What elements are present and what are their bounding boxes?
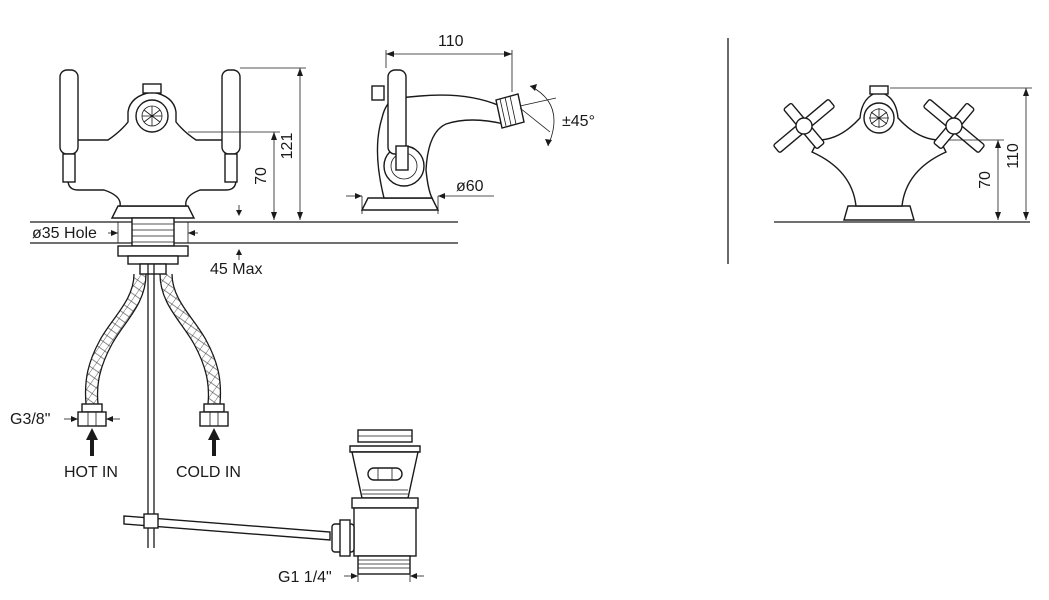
inlet-thread-label: G3/8" [10,411,50,428]
dimension-70-right: 70 [977,171,994,189]
max-label: 45 Max [210,261,262,278]
cold-in-arrow-icon [208,428,220,456]
front-view-cross: 110 70 [773,85,1032,223]
cold-in-label: COLD IN [176,464,241,481]
dimension-121: 121 [279,133,296,160]
angle-label: ±45° [562,113,595,130]
side-view: 110 ±45° ø60 [346,33,595,214]
hot-in-label: HOT IN [64,464,118,481]
dimension-110-top: 110 [438,33,464,50]
popup-waste: G1 1/4" [123,264,424,586]
dimension-70-left: 70 [253,167,270,185]
diameter-60: ø60 [456,178,484,195]
hole-label: ø35 Hole [32,225,97,242]
front-view-lever: 121 70 ø35 Hole 45 Max [30,67,458,278]
waste-thread-label: G1 1/4" [278,569,332,586]
dimension-110-right: 110 [1005,143,1022,169]
supply-hoses: G3/8" HOT IN COLD IN [10,273,241,481]
hot-in-arrow-icon [86,428,98,456]
